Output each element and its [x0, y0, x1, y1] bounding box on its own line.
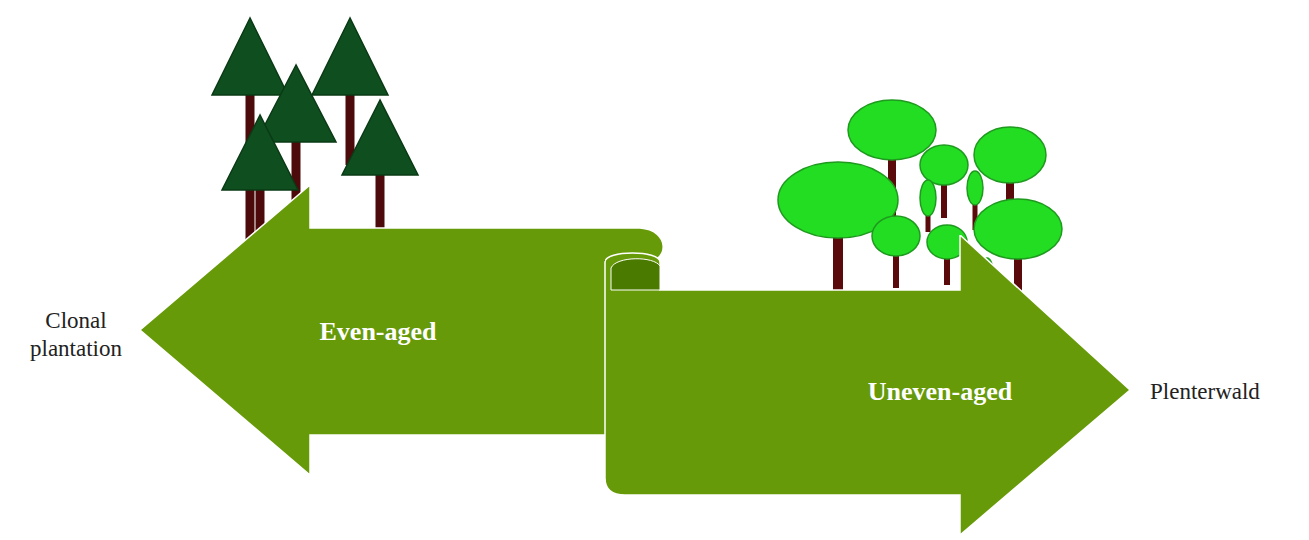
- arrow-band: Even-aged: [140, 185, 670, 475]
- end-label: Clonal plantation: [18, 307, 134, 362]
- arrow-band: Uneven-aged: [605, 235, 1130, 535]
- end-label: Plenterwald: [1150, 378, 1305, 406]
- arrow-outline: [605, 235, 1130, 535]
- arrow-outline: [140, 185, 663, 475]
- conifer-trees: [212, 18, 418, 262]
- arrow-shape: [605, 235, 1130, 535]
- arrow-label: Uneven-aged: [868, 378, 1012, 407]
- arrow-label: Even-aged: [320, 318, 437, 347]
- ribbon-fold: [611, 259, 660, 290]
- broadleaf-trees: [778, 100, 1062, 305]
